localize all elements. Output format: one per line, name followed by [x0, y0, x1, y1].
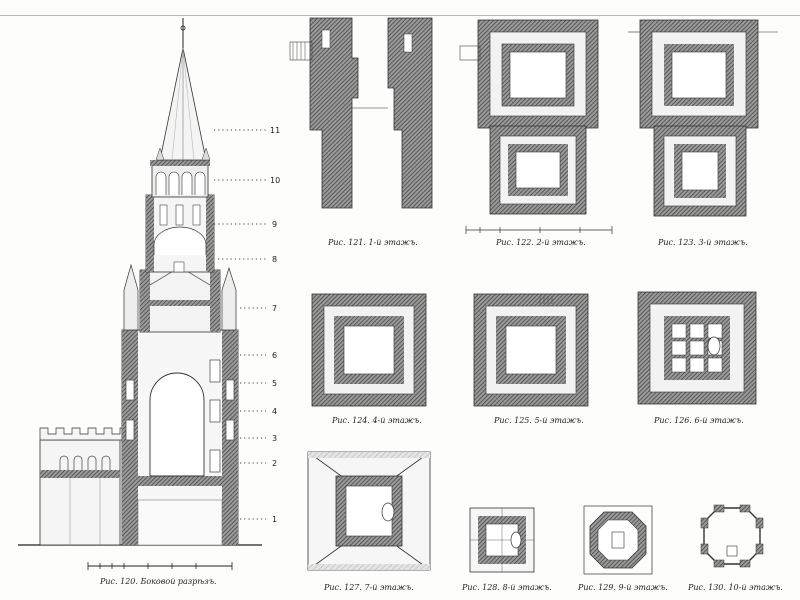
- level-marker-4: 4: [272, 407, 277, 416]
- caption-fig-125: Рис. 125. 5-й этажъ.: [493, 416, 584, 425]
- caption-fig-129: Рис. 129. 9-й этажъ.: [577, 583, 668, 592]
- figure-captions: Рис. 120. Боковой разрѣзъ. Рис. 121. 1-й…: [99, 238, 783, 592]
- plan-floor-10: [700, 504, 764, 568]
- level-leaders: [214, 129, 266, 520]
- caption-fig-122: Рис. 122. 2-й этажъ.: [495, 238, 586, 247]
- plan-floor-9: [583, 505, 653, 575]
- level-marker-8: 8: [272, 255, 277, 264]
- level-marker-2: 2: [272, 459, 277, 468]
- top-rule: [0, 15, 800, 16]
- plan-floor-3: [628, 19, 778, 217]
- level-marker-5: 5: [272, 379, 277, 388]
- side-section: [18, 18, 262, 570]
- level-markers: 11 10 9 8 7 6 5 4 3 2 1: [270, 126, 280, 524]
- plan-floor-5: [473, 293, 589, 407]
- caption-fig-123: Рис. 123. 3-й этажъ.: [657, 238, 748, 247]
- caption-fig-121: Рис. 121. 1-й этажъ.: [327, 238, 418, 247]
- caption-fig-127: Рис. 127. 7-й этажъ.: [323, 583, 414, 592]
- plan-floor-4: [311, 293, 427, 407]
- plan-floor-7: [307, 451, 431, 571]
- plan-floor-1: [289, 17, 433, 209]
- level-marker-11: 11: [270, 126, 280, 135]
- level-marker-9: 9: [272, 220, 277, 229]
- plan-floor-6: [637, 291, 757, 405]
- plan-floor-8: [469, 507, 535, 573]
- caption-fig-120: Рис. 120. Боковой разрѣзъ.: [99, 577, 217, 586]
- level-marker-3: 3: [272, 434, 277, 443]
- plan-floor-2: [459, 19, 613, 234]
- level-marker-10: 10: [270, 176, 280, 185]
- caption-fig-130: Рис. 130. 10-й этажъ.: [687, 583, 783, 592]
- level-marker-1: 1: [272, 515, 277, 524]
- level-marker-7: 7: [272, 304, 277, 313]
- caption-fig-128: Рис. 128. 8-й этажъ.: [461, 583, 552, 592]
- caption-fig-124: Рис. 124. 4-й этажъ.: [331, 416, 422, 425]
- caption-fig-126: Рис. 126. 6-й этажъ.: [653, 416, 744, 425]
- level-marker-6: 6: [272, 351, 277, 360]
